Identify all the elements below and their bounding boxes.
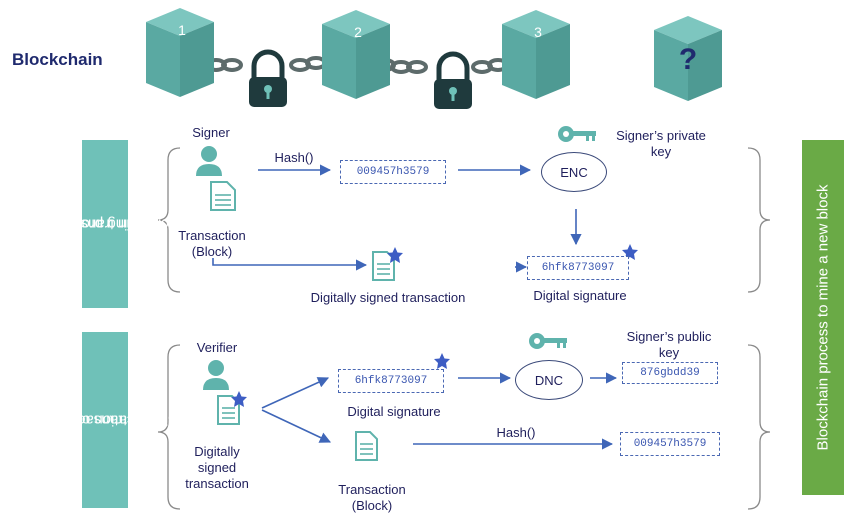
block-cube-3 — [502, 10, 570, 99]
padlock-icon — [249, 49, 287, 107]
transaction-label: Transaction (Block) — [172, 228, 252, 260]
verification-hash-label: Hash() — [496, 425, 536, 440]
private-key-label-line1: Signer’s private — [616, 128, 706, 143]
block-cube-1 — [146, 8, 214, 97]
decrypted-value-box: 876gbdd39 — [622, 362, 718, 384]
signed-transaction-document-icon — [372, 247, 403, 281]
transaction-label-line1: Transaction — [178, 228, 246, 243]
public-key-icon — [529, 333, 567, 349]
signing-band-line2: blockchain transaction — [40, 215, 189, 233]
private-key-label: Signer’s private key — [606, 128, 716, 160]
unknown-block-mark: ? — [678, 43, 698, 76]
block-number-2: 2 — [354, 24, 362, 40]
verification-signature-label: Digital signature — [347, 404, 441, 419]
left-brace-verification — [157, 344, 181, 510]
transaction-document-icon — [210, 181, 236, 211]
right-brace-signing — [747, 147, 771, 293]
signature-value-box: 6hfk8773097 — [527, 256, 629, 280]
signer-label: Signer — [192, 125, 230, 140]
verification-signature-box: 6hfk8773097 — [338, 369, 444, 393]
arrow-transaction-to-signed — [212, 258, 368, 271]
verification-hash-value-box: 009457h3579 — [620, 432, 720, 456]
dnc-node: DNC — [515, 360, 583, 400]
transaction-label-line2: (Block) — [191, 244, 233, 259]
block-number-1: 1 — [178, 22, 186, 38]
arrow-signed-to-signature — [261, 377, 330, 409]
enc-node: ENC — [541, 152, 607, 192]
hash-label: Hash() — [274, 150, 314, 165]
verifier-person-icon — [203, 360, 229, 390]
mining-process-band: Blockchain process to mine a new block — [802, 140, 844, 495]
padlock-icon — [434, 51, 472, 109]
private-key-icon — [558, 126, 596, 142]
signer-person-icon — [196, 146, 222, 176]
signed-label-line3: transaction — [185, 476, 249, 491]
block-number-3: 3 — [534, 24, 542, 40]
verification-band-line2: signed transaction — [53, 411, 176, 429]
mining-band-text: Blockchain process to mine a new block — [814, 184, 832, 451]
star-icon — [434, 353, 450, 369]
hash-value-box: 009457h3579 — [340, 160, 446, 184]
verifier-signed-document-icon — [217, 391, 247, 425]
right-brace-verification — [747, 344, 771, 510]
signed-transaction-label-verifier: Digitally signed transaction — [180, 444, 254, 492]
public-key-label: Signer’s public key — [614, 329, 724, 361]
signed-label-line2: signed — [197, 460, 237, 475]
star-icon — [387, 247, 403, 263]
digital-signature-label: Digital signature — [533, 288, 627, 303]
star-icon — [231, 391, 247, 407]
private-key-label-line2: key — [650, 144, 672, 159]
verification-transaction-line2: (Block) — [351, 498, 393, 513]
block-cube-4 — [654, 16, 722, 101]
verification-transaction-line1: Transaction — [338, 482, 406, 497]
verifier-label: Verifier — [196, 340, 238, 355]
public-key-label-line1: Signer’s public — [626, 329, 712, 344]
page-title: Blockchain — [12, 50, 103, 69]
signed-transaction-label: Digitally signed transaction — [310, 290, 466, 305]
public-key-label-line2: key — [658, 345, 680, 360]
block-cube-2 — [322, 10, 390, 99]
verification-transaction-label: Transaction (Block) — [330, 482, 414, 514]
signed-label-line1: Digitally — [194, 444, 240, 459]
left-brace-signing — [157, 147, 181, 293]
arrow-signed-to-transaction — [261, 409, 332, 443]
verification-transaction-document-icon — [355, 431, 378, 461]
